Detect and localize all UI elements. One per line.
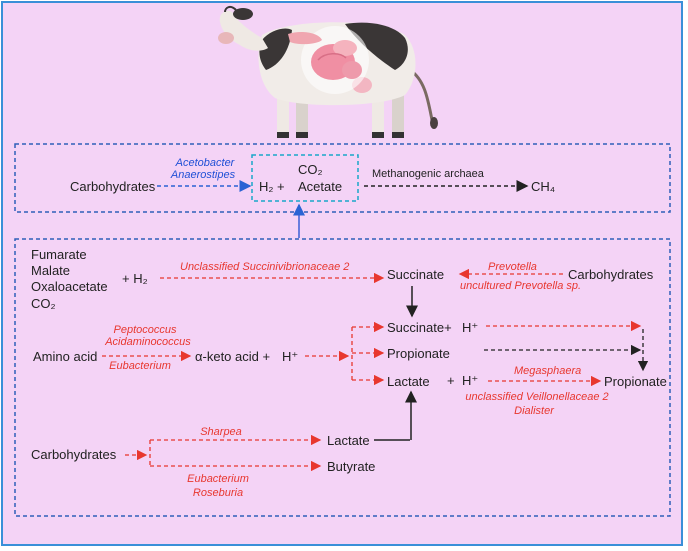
- acidaminococcus-label: Acidaminococcus: [105, 336, 191, 348]
- amino-acid-label: Amino acid: [33, 349, 98, 364]
- uncultured-prevotella-label: uncultured Prevotella sp.: [460, 280, 582, 292]
- propionate-label: Propionate: [387, 346, 450, 361]
- top-box: [14, 143, 671, 213]
- acetobacter-label: Acetobacter: [175, 157, 235, 169]
- unclassified-succinivibrionaceae-label: Unclassified Succinivibrionaceae 2: [180, 261, 350, 273]
- co2-label: CO₂: [298, 162, 323, 177]
- roseburia-label: Roseburia: [192, 487, 244, 499]
- co2-bottom-label: CO₂: [31, 296, 56, 311]
- malate-label: Malate: [31, 263, 71, 278]
- plus-label: +: [447, 373, 455, 388]
- plus-h2-label: + H₂: [122, 271, 148, 286]
- succinate-plus-label: Succinate+: [387, 320, 452, 335]
- succinate-label: Succinate: [387, 267, 445, 282]
- sharpea-label: Sharpea: [200, 426, 242, 438]
- unclassified-veillonellaceae-label: unclassified Veillonellaceae 2: [465, 391, 609, 403]
- lactate-label: Lactate: [387, 374, 430, 389]
- eubacterium-2-label: Eubacterium: [187, 473, 249, 485]
- propionate-final-label: Propionate: [604, 374, 667, 389]
- h-plus-2-label: H⁺: [462, 320, 479, 335]
- keto-acid-label: α-keto acid +: [195, 349, 271, 364]
- butyrate-label: Butyrate: [327, 459, 376, 474]
- h-plus-label: H⁺: [282, 349, 299, 364]
- fumarate-label: Fumarate: [31, 247, 87, 262]
- h2-label: H₂ +: [259, 179, 285, 194]
- lactate-2-label: Lactate: [327, 433, 370, 448]
- megasphaera-label: Megasphaera: [514, 365, 582, 377]
- carbohydrates-label: Carbohydrates: [70, 179, 156, 194]
- peptococcus-label: Peptococcus: [113, 324, 177, 336]
- bottom-box: [14, 238, 671, 517]
- methanogenic-label: Methanogenic archaea: [372, 168, 484, 180]
- prevotella-label: Prevotella: [488, 261, 537, 273]
- carbohydrates-right-label: Carbohydrates: [568, 267, 654, 282]
- anaerostipes-label: Anaerostipes: [170, 169, 236, 181]
- ch4-label: CH₄: [531, 179, 556, 194]
- oxaloacetate-label: Oxaloacetate: [31, 279, 108, 294]
- carbohydrates-left-label: Carbohydrates: [31, 447, 117, 462]
- h-plus-3-label: H⁺: [462, 373, 479, 388]
- dialister-label: Dialister: [514, 405, 554, 417]
- acetate-box: [251, 154, 359, 202]
- acetate-label: Acetate: [298, 179, 343, 194]
- eubacterium-label: Eubacterium: [109, 360, 171, 372]
